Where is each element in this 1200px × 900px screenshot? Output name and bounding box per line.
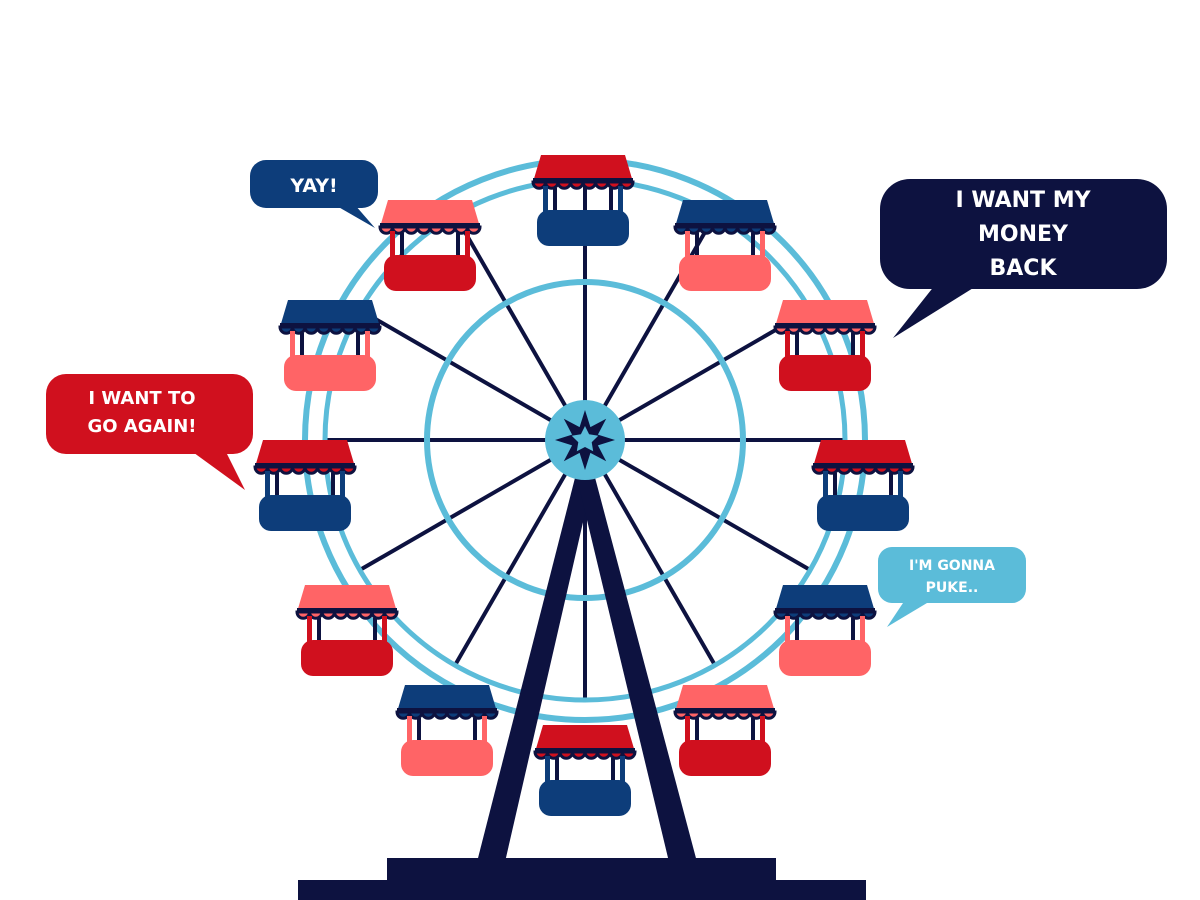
cabin xyxy=(278,300,382,391)
bubble-go-again-line1: I WANT TO xyxy=(88,388,195,409)
bubble-go-again-line2: GO AGAIN! xyxy=(88,416,197,437)
wheel-hub xyxy=(545,400,625,480)
spoke xyxy=(358,438,586,572)
bubble-puke: I'M GONNA PUKE.. xyxy=(878,547,1026,627)
cabin xyxy=(253,440,357,531)
cabin xyxy=(673,200,777,291)
support-legs xyxy=(477,470,697,862)
bubble-yay: YAY! xyxy=(250,160,378,228)
cabin xyxy=(295,585,399,676)
bubble-go-again: I WANT TO GO AGAIN! xyxy=(46,374,253,490)
spoke xyxy=(584,308,812,442)
cabin xyxy=(395,685,499,776)
hub-inner-star-icon xyxy=(571,426,599,452)
spoke xyxy=(584,438,812,572)
cabin xyxy=(773,300,877,391)
spoke xyxy=(358,308,586,442)
spoke xyxy=(453,439,587,667)
cabin xyxy=(533,725,637,816)
inner-rim xyxy=(424,279,746,601)
bubble-money-line1: I WANT MY xyxy=(955,188,1091,213)
bubble-money-line2: MONEY xyxy=(978,222,1069,247)
spoke xyxy=(583,439,717,667)
cabins xyxy=(253,155,915,816)
cabin xyxy=(773,585,877,676)
spoke xyxy=(453,213,587,441)
bubble-puke-line1: I'M GONNA xyxy=(909,558,995,574)
cabin xyxy=(673,685,777,776)
cabin xyxy=(378,200,482,291)
bubble-puke-line2: PUKE.. xyxy=(926,580,979,596)
spoke xyxy=(583,213,717,441)
cabin xyxy=(811,440,915,531)
cabin xyxy=(531,155,635,246)
wheel-base xyxy=(298,858,866,900)
bubble-money-back: I WANT MY MONEY BACK xyxy=(880,179,1167,338)
bubble-yay-text: YAY! xyxy=(289,175,337,197)
wheel-spokes xyxy=(325,180,845,700)
bubble-money-line3: BACK xyxy=(990,256,1058,281)
